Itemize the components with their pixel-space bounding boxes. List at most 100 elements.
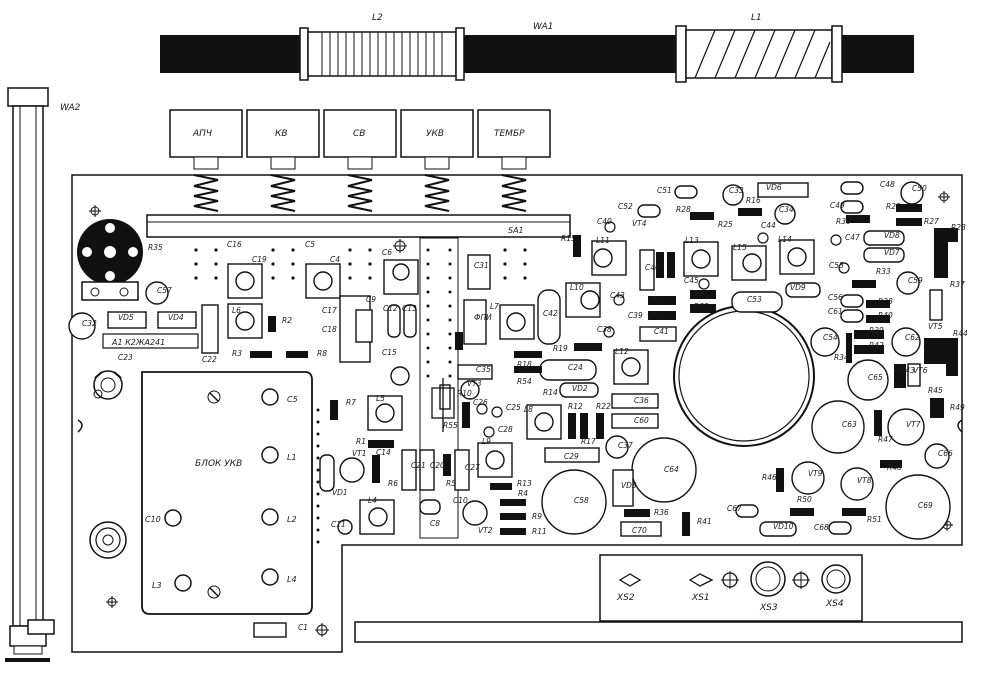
component-label: R15 [561,234,576,243]
speaker [673,305,815,447]
component-label: C63 [842,420,857,429]
connector-xs1-label: XS1 [691,593,710,603]
chip-a1-label: A1 К2ЖА241 [111,338,165,347]
component-label: R25 [718,220,733,229]
component-label: R38 [878,297,893,306]
component-label: C67 [727,504,742,513]
component-label: R54 [517,377,532,386]
component-label: C46 [645,263,660,272]
component-label: C53 [747,295,762,304]
component-label: C55 [829,261,844,270]
component-label: R7 [346,398,356,407]
component-label: R55 [443,421,458,430]
electrolytic-caps [68,181,951,540]
component-label: C40 [597,217,612,226]
component-label: C59 [908,276,923,285]
button-apch[interactable]: АПЧ [169,109,243,212]
component-label: VD5 [118,313,134,322]
volume-potentiometer[interactable] [77,219,143,301]
component-label: VD9 [790,283,806,292]
component-label: C10 [453,496,468,505]
ukv-pad-l1: L1 [287,453,297,462]
component-label: R45 [928,386,943,395]
telescopic-antenna: WA2 [5,87,81,662]
component-label: R21 [651,295,666,304]
ukv-pad-l2: L2 [287,515,297,524]
component-label: C37 [618,441,633,450]
component-label: R36 [654,508,669,517]
axial-caps [107,181,943,638]
component-label: R4 [518,489,528,498]
component-label: R13 [517,479,532,488]
component-label: R34 [834,353,849,362]
connector-xs4[interactable]: XS4 [821,564,851,609]
component-label: C60 [634,416,649,425]
component-label: C38 [597,325,612,334]
component-label: C4 [330,255,340,264]
label-sa1: SA1 [508,226,524,235]
button-sv[interactable]: СВ [323,109,397,212]
component-label: C11 [331,520,346,529]
component-label: C61 [828,307,843,316]
component-label: VD3 [621,481,637,490]
component-label: C13 [402,304,417,313]
component-label: R28 [951,223,966,232]
connector-xs3-label: XS3 [759,603,778,613]
component-label: C49 [830,201,845,210]
button-ukv[interactable]: УКВ [400,109,474,212]
component-label: C64 [664,465,679,474]
connector-xs2[interactable]: XS2 [616,573,642,603]
component-label: C69 [918,501,933,510]
component-label: C32 [82,319,97,328]
component-label: C43 [610,291,625,300]
component-label: C36 [634,396,649,405]
component-label: C45 [684,276,699,285]
component-label: C1 [298,623,308,632]
ukv-switch-column [419,237,459,539]
ukv-pad-c5: C5 [287,395,298,404]
component-label: R44 [953,329,968,338]
connector-xs3[interactable]: XS3 [750,561,810,613]
component-label: R47 [878,435,893,444]
component-label: C20 [430,461,445,470]
ukv-block-title: БЛОК УКВ [195,459,242,469]
button-tembr[interactable]: ТЕМБР [477,109,551,212]
component-label: ФПИ [474,313,492,322]
component-label: C6 [382,248,392,257]
component-label: VD7 [884,248,900,257]
connector-xs1[interactable]: XS1 [688,571,739,603]
component-label: R32 [694,302,709,311]
component-label: C51 [657,186,672,195]
component-label: L12 [615,347,629,356]
component-label: L7 [490,302,499,311]
trimmer-r55 [431,378,455,432]
component-label: VT7 [906,420,921,429]
component-label: R39 [869,326,884,335]
mounting-marks [89,191,953,637]
label-l1: L1 [751,13,762,23]
component-label: L10 [570,283,584,292]
band-switch-knob[interactable] [93,370,123,400]
component-label: R46 [762,473,777,482]
component-label: VT2 [478,526,493,535]
component-label: VT4 [632,219,647,228]
component-label: C18 [322,325,337,334]
component-label: VD10 [773,522,794,531]
component-label: R10 [457,389,472,398]
component-label: C66 [938,449,953,458]
component-label: C42 [543,309,558,318]
headphone-jack[interactable] [89,521,127,559]
button-kv[interactable]: КВ [246,109,320,212]
component-label: C70 [632,526,647,535]
component-label: C33 [729,186,744,195]
component-label: C68 [814,523,829,532]
trim-coils [227,239,815,535]
ukv-block: БЛОК УКВ C5 L1 L2 L4 C10 L3 [141,371,313,615]
component-label: L6 [232,306,241,315]
button-ukv-label: УКВ [426,129,444,139]
component-label: L15 [733,243,747,252]
ukv-pad-l3: L3 [152,581,162,590]
component-label: R6 [388,479,398,488]
component-label: R28 [676,205,691,214]
ukv-pad-c10: C10 [145,515,161,524]
